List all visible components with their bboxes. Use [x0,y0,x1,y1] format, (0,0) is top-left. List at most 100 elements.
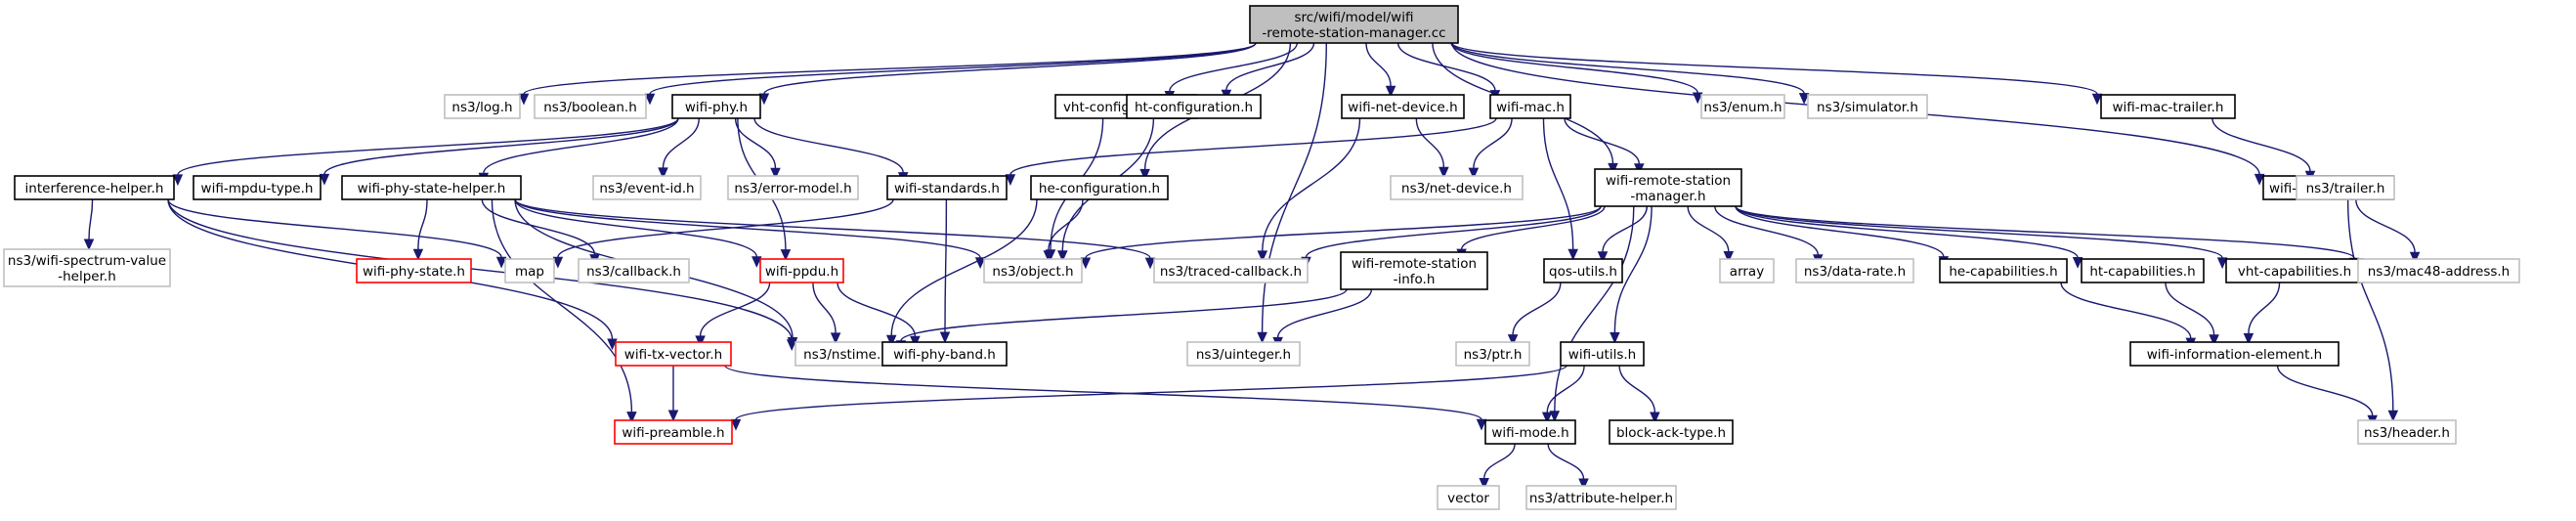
arrowhead-icon [730,418,742,431]
edge-wifi-mac-trailer-to-trailer [2211,117,2316,183]
node-box [444,94,521,119]
arrowhead-icon [319,173,330,186]
node-wifi-mode[interactable]: wifi-mode.h [1484,419,1576,445]
node-label: block-ack-type.h [1616,425,1726,441]
node-wifi-tx-vector[interactable]: wifi-tx-vector.h [615,341,732,367]
node-wifi-ppdu[interactable]: wifi-ppdu.h [759,258,844,283]
edge-line [1261,42,1327,333]
edge-wifi-net-device-to-net-device [1415,117,1449,179]
node-interference-helper[interactable]: interference-helper.h [14,175,175,200]
node-he-configuration[interactable]: he-configuration.h [1030,175,1169,200]
edge-line [2355,198,2416,253]
node-wifi-information-element[interactable]: wifi-information-element.h [2129,341,2340,367]
edge-root-to-uinteger [1257,42,1327,344]
node-label: wifi-ppdu.h [765,264,838,280]
node-wifi-remote-station-manager[interactable]: wifi-remote-station-manager.h [1594,168,1742,207]
arrowhead-icon [2209,334,2219,346]
node-ht-configuration[interactable]: ht-configuration.h [1126,94,1262,119]
edge-wifi-information-element-to-header [2276,365,2378,427]
node-box [1609,419,1734,445]
arrowhead-icon [172,174,184,187]
edge-line [1451,42,2098,95]
node-wifi-mac-trailer[interactable]: wifi-mac-trailer.h [2100,94,2236,119]
edge-line [1735,205,2223,259]
node-label: array [1730,264,1764,280]
edge-line [734,117,777,169]
edge-root-to-log [518,42,1257,106]
node-qos-utils[interactable]: qos-utils.h [1543,258,1623,283]
edge-line [557,198,894,258]
edge-line [1687,205,1730,252]
node-label: ht-configuration.h [1135,100,1253,115]
arrowhead-icon [1798,93,1810,105]
node-boolean: ns3/boolean.h [534,94,647,119]
node-wifi-phy[interactable]: wifi-phy.h [671,94,761,119]
node-box [2357,419,2457,445]
edge-wifi-remote-station-manager-to-array [1687,205,1735,263]
node-wifi-standards[interactable]: wifi-standards.h [886,175,1008,200]
edge-line [1546,365,1585,413]
node-label: wifi-information-element.h [2147,347,2322,363]
node-wifi-net-device[interactable]: wifi-net-device.h [1341,94,1465,119]
node-label: ns3/data-rate.h [1804,264,1906,280]
node-label: ns3/simulator.h [1817,100,1918,115]
node-block-ack-type[interactable]: block-ack-type.h [1609,419,1734,445]
edge-line [1451,42,1805,94]
node-box [2296,175,2395,200]
edge-wifi-remote-station-info-to-uinteger [1272,288,1373,349]
edge-wifi-remote-station-manager-to-wifi-mode [1549,205,1635,422]
node-box [341,175,522,200]
edge-root-to-wifi-net-device [1365,42,1396,98]
node-label: ns3/uinteger.h [1196,347,1291,363]
node-label: ht-capabilities.h [2089,264,2195,280]
node-label: wifi-mode.h [1491,425,1568,441]
node-wifi-phy-state[interactable]: wifi-phy-state.h [356,258,472,283]
node-he-capabilities[interactable]: he-capabilities.h [1939,258,2068,283]
node-label: ns3/nstime.h [803,347,889,363]
edge-line [699,282,771,336]
node-box [534,94,647,119]
arrowhead-icon [1476,418,1487,431]
node-box [1719,258,1775,283]
node-callback: ns3/callback.h [578,258,690,283]
node-label: ns3/boolean.h [543,100,637,115]
edge-line [837,282,917,337]
node-error-model: ns3/error-model.h [727,175,859,200]
node-wifi-phy-band[interactable]: wifi-phy-band.h [881,341,1008,367]
edge-wifi-mac-to-qos-utils [1542,117,1578,261]
node-vht-capabilities[interactable]: vht-capabilities.h [2225,258,2364,283]
edge-line [1460,205,1606,250]
node-wifi-remote-station-info[interactable]: wifi-remote-station-info.h [1340,251,1488,290]
edge-line [753,117,904,173]
edge-interference-helper-to-map [167,198,507,269]
node-wifi-utils[interactable]: wifi-utils.h [1560,341,1645,367]
edge-line [1512,282,1562,335]
node-label: qos-utils.h [1549,264,1617,280]
edge-wifi-utils-to-wifi-mode [1541,365,1585,424]
edge-line [491,198,633,412]
node-header: ns3/header.h [2357,419,2457,445]
edge-line [2060,282,2192,339]
node-simulator: ns3/simulator.h [1807,94,1928,119]
edge-line [1305,205,1602,258]
node-wifi-preamble[interactable]: wifi-preamble.h [614,419,733,445]
node-label: ns3/error-model.h [734,181,851,196]
node-wifi-phy-state-helper[interactable]: wifi-phy-state-helper.h [341,175,522,200]
edge-wifi-tx-vector-to-wifi-mode [724,365,1487,431]
edge-line [483,117,679,174]
node-log: ns3/log.h [444,94,521,119]
node-ht-capabilities[interactable]: ht-capabilities.h [2081,258,2205,283]
node-box [1560,341,1645,367]
edge-line [1483,443,1516,479]
node-wifi-mac[interactable]: wifi-mac.h [1489,94,1571,119]
node-box [1390,175,1524,200]
arrowhead-icon [2243,332,2254,345]
node-data-rate: ns3/data-rate.h [1795,258,1914,283]
node-wifi-mpdu-type[interactable]: wifi-mpdu-type.h [193,175,322,200]
arrowhead-icon [1438,166,1449,179]
arrowhead-icon [2091,93,2103,106]
node-box [1437,485,1500,510]
edge-line [514,198,1151,259]
node-nstime: ns3/nstime.h [794,341,898,367]
node-label: ns3/traced-callback.h [1160,264,1302,280]
